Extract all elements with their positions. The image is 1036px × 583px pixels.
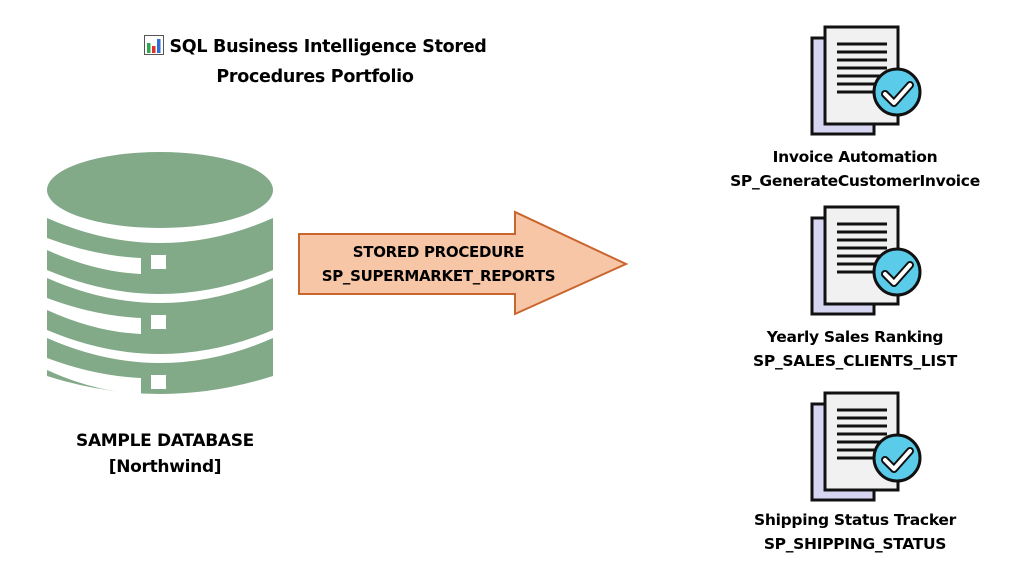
procedure-arrow <box>296 210 631 324</box>
title-text-1: SQL Business Intelligence Stored <box>169 37 487 57</box>
output-procedure: SP_GenerateCustomerInvoice <box>730 172 980 190</box>
output-item-sales-ranking: Yearly Sales Ranking SP_SALES_CLIENTS_LI… <box>715 325 995 373</box>
document-check-icon <box>807 204 927 323</box>
output-name: Invoice Automation <box>772 148 938 166</box>
bar-chart-icon <box>143 35 164 64</box>
title-line-1: SQL Business Intelligence Stored <box>120 34 510 64</box>
database-instance: [Northwind] <box>108 457 222 477</box>
title-line-2: Procedures Portfolio <box>216 67 414 87</box>
diagram-title: SQL Business Intelligence Stored Procedu… <box>120 34 510 91</box>
procedure-label: STORED PROCEDURE SP_SUPERMARKET_REPORTS <box>296 240 581 288</box>
procedure-name: SP_SUPERMARKET_REPORTS <box>321 267 556 285</box>
output-name: Yearly Sales Ranking <box>766 328 944 346</box>
document-check-icon <box>807 390 927 509</box>
output-procedure: SP_SALES_CLIENTS_LIST <box>753 352 957 370</box>
database-label: SAMPLE DATABASE [Northwind] <box>40 428 290 480</box>
procedure-type: STORED PROCEDURE <box>352 243 525 261</box>
output-procedure: SP_SHIPPING_STATUS <box>763 535 947 553</box>
output-item-invoice: Invoice Automation SP_GenerateCustomerIn… <box>715 145 995 193</box>
database-icon <box>45 150 275 404</box>
output-item-shipping-status: Shipping Status Tracker SP_SHIPPING_STAT… <box>715 508 995 556</box>
database-name: SAMPLE DATABASE <box>76 431 254 451</box>
document-check-icon <box>807 24 927 143</box>
output-name: Shipping Status Tracker <box>754 511 956 529</box>
